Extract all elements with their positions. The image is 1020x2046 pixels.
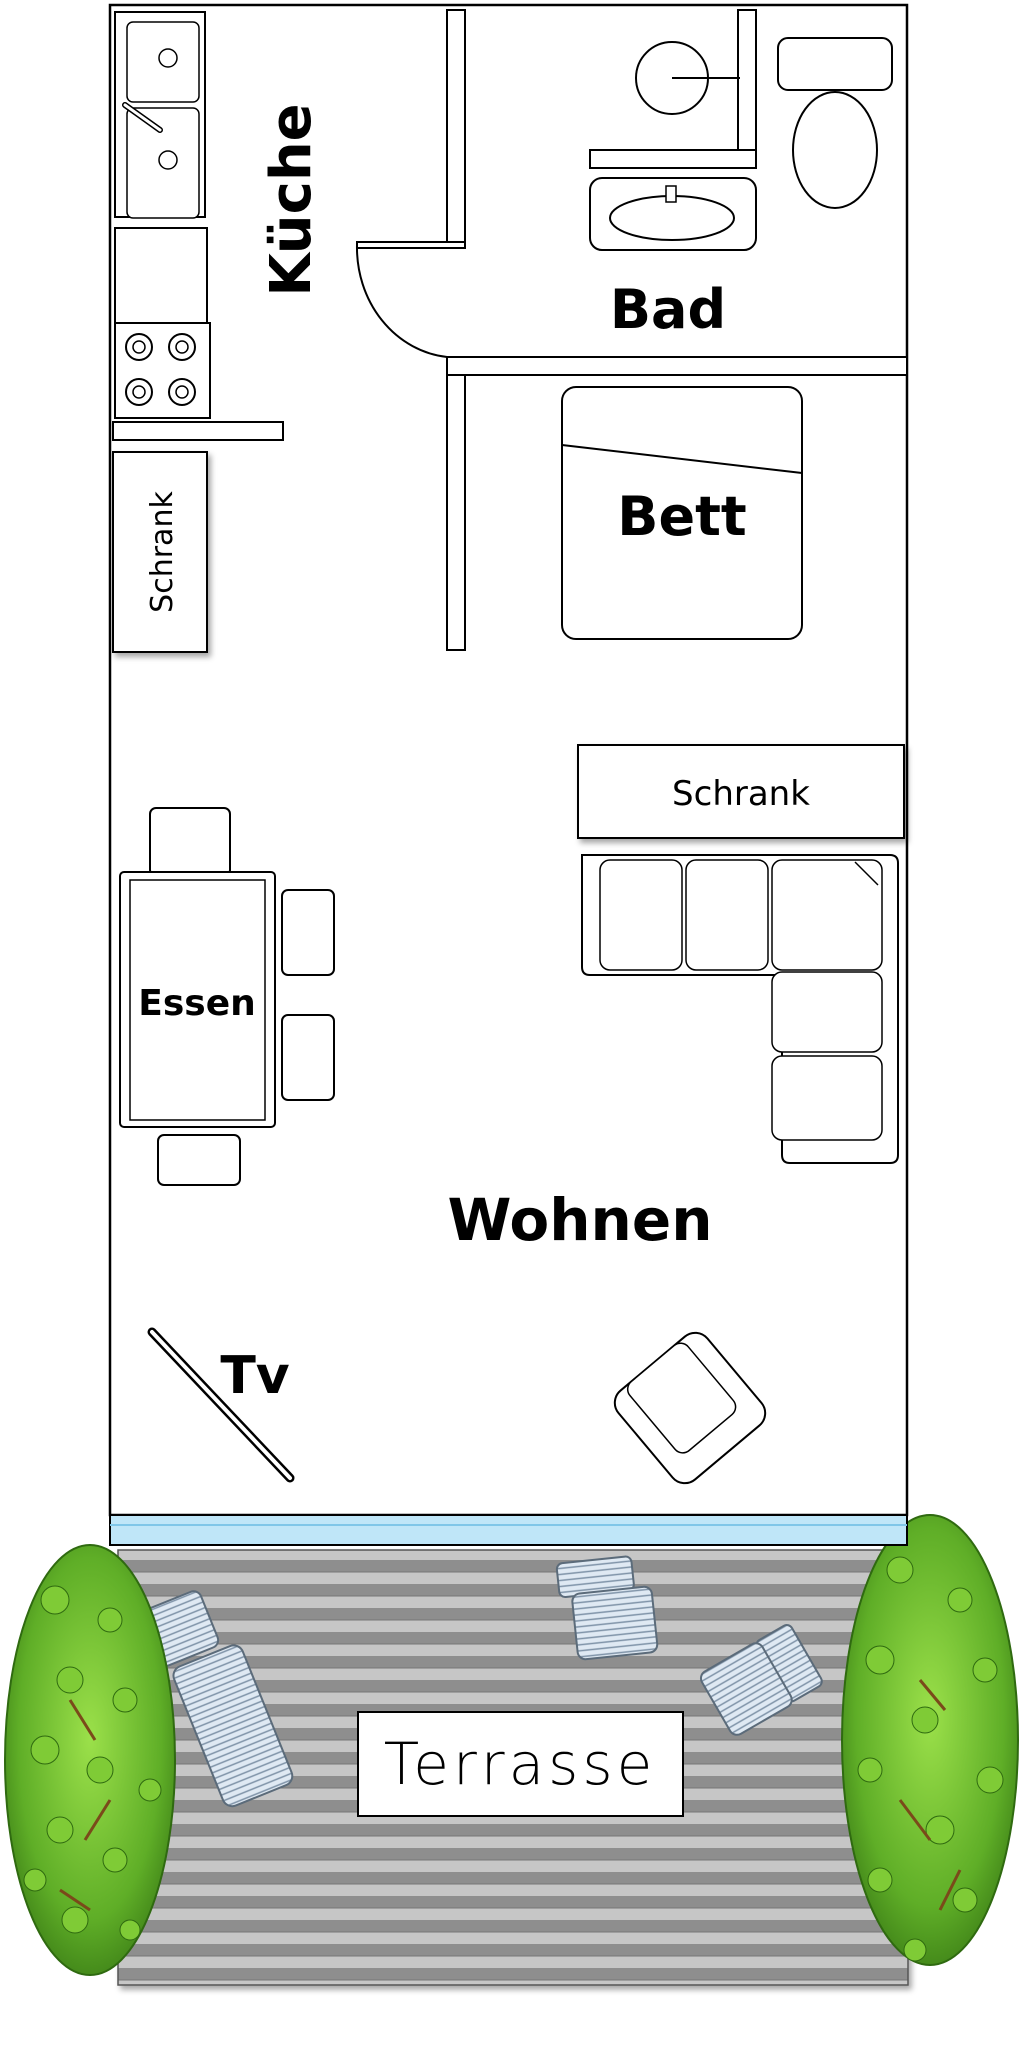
- bath-area: Bad: [589, 37, 893, 341]
- living-label: Wohnen: [448, 1186, 713, 1254]
- dining-set: Essen: [119, 807, 335, 1186]
- wardrobe-small: Schrank: [112, 451, 208, 653]
- terrace-label-box: [357, 1711, 684, 1817]
- terrace-chair-right: [699, 1624, 823, 1736]
- terrace-chair-middle: [555, 1555, 659, 1661]
- interior-walls: [112, 9, 908, 651]
- bath-label: Bad: [610, 278, 726, 341]
- wardrobe-large: Schrank: [577, 744, 905, 839]
- bed: Bett: [561, 386, 803, 640]
- bush-right: [841, 1514, 1019, 1966]
- bath-door-swing: [355, 244, 448, 358]
- tv-label: Tv: [220, 1346, 289, 1406]
- toilet-tank: [777, 37, 893, 91]
- dining-label: Essen: [138, 983, 256, 1024]
- terrace-label: Terrasse: [384, 1730, 657, 1798]
- kitchen-area: Küche: [114, 11, 324, 419]
- bed-label: Bett: [617, 485, 746, 548]
- kitchen-label: Küche: [259, 103, 324, 296]
- terrace-area: Terrasse: [4, 1514, 1019, 1986]
- armchair: [613, 1331, 767, 1485]
- wardrobe-small-label: Schrank: [145, 491, 180, 613]
- tv: Tv: [147, 1327, 295, 1483]
- wardrobe-large-label: Schrank: [672, 774, 810, 814]
- corner-sofa: [581, 854, 899, 1164]
- terrace-window: [109, 1514, 908, 1546]
- bush-left: [4, 1544, 176, 1976]
- toilet-bowl: [792, 91, 878, 209]
